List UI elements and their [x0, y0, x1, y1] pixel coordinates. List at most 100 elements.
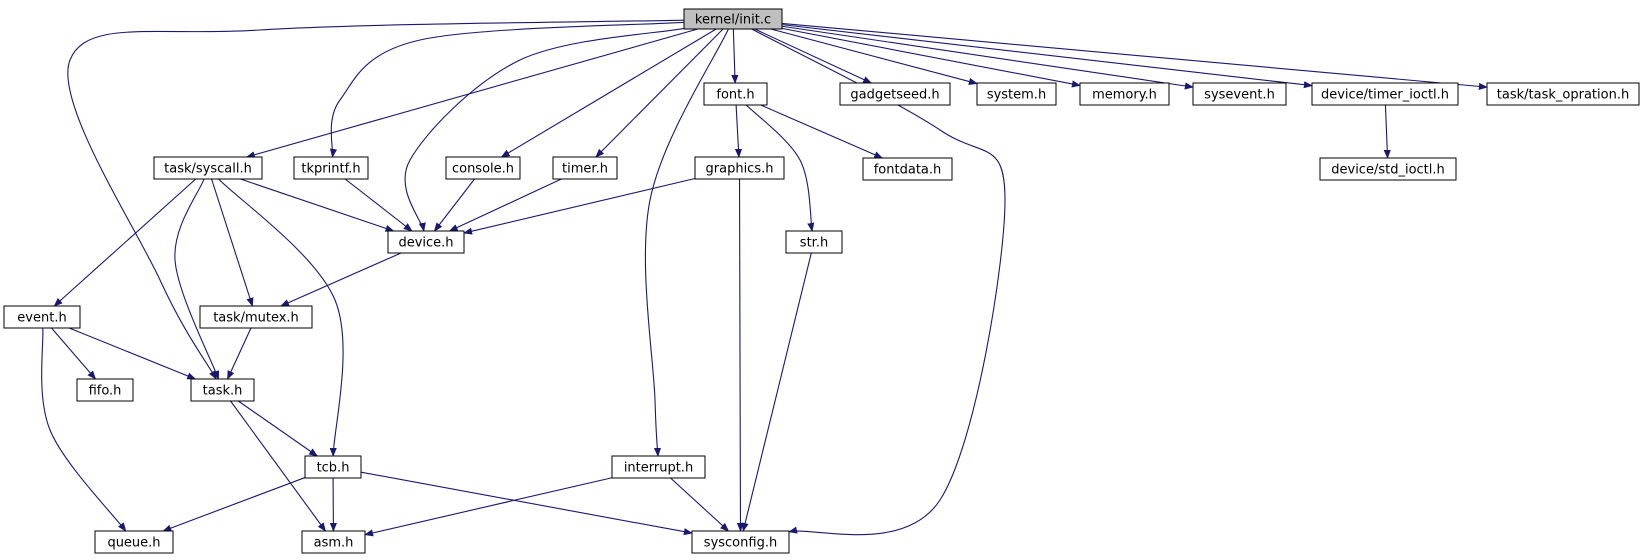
node-system-h[interactable]: system.h — [976, 82, 1057, 106]
node-fifo-h[interactable]: fifo.h — [76, 378, 134, 402]
edge-arrow — [448, 178, 562, 232]
node-timer-h[interactable]: timer.h — [552, 156, 618, 180]
node-label: queue.h — [107, 536, 160, 551]
edge-font-h-to-str-h — [745, 104, 815, 232]
node-box — [199, 305, 313, 329]
node-label: fifo.h — [89, 384, 122, 399]
edge-device-h-to-task-mutex-h — [280, 252, 402, 307]
edge-console-h-to-device-h — [433, 178, 475, 232]
edge-interrupt-h-to-asm-h — [364, 477, 613, 537]
edge-arrow — [240, 178, 395, 232]
node-label: task/mutex.h — [213, 311, 299, 326]
node-tkprintf-h[interactable]: tkprintf.h — [293, 156, 369, 180]
node-label: task/syscall.h — [164, 162, 252, 177]
edge-tcb-h-to-queue-h — [162, 477, 306, 532]
node-label: event.h — [17, 311, 66, 326]
node-label: sysconfig.h — [704, 536, 777, 551]
edge-arrow — [344, 178, 413, 232]
node-label: device/timer_ioctl.h — [1321, 88, 1449, 103]
node-label: asm.h — [314, 536, 354, 551]
edge-arrow — [670, 477, 730, 532]
edge-arrow — [218, 178, 344, 457]
edge-arrow — [404, 27, 685, 232]
edge-arrow — [500, 28, 717, 158]
edge-task-syscall-h-to-task-mutex-h — [211, 178, 254, 307]
edge-timer-h-to-device-h — [448, 178, 562, 232]
edge-arrow — [731, 28, 739, 84]
edge-arrow — [760, 104, 884, 159]
node-queue-h[interactable]: queue.h — [94, 530, 174, 554]
node-tcb-h[interactable]: tcb.h — [304, 455, 362, 479]
edge-font-h-to-graphics-h — [734, 104, 743, 158]
edge-kernel-init-c-to-device-timer-ioctl-h — [781, 24, 1313, 89]
node-fontdata-h[interactable]: fontdata.h — [862, 157, 953, 181]
edge-arrow — [51, 327, 97, 380]
edge-arrow — [211, 178, 254, 307]
edge-str-h-to-sysconfig-h — [741, 252, 812, 532]
edge-arrow — [41, 327, 127, 532]
node-box — [387, 230, 465, 254]
node-str-h[interactable]: str.h — [785, 230, 843, 254]
node-task-task-opration-h[interactable]: task/task_opration.h — [1486, 82, 1640, 106]
node-label: tkprintf.h — [301, 162, 360, 177]
edge-task-syscall-h-to-device-h — [240, 178, 395, 232]
edge-arrow — [53, 178, 197, 307]
node-box — [1192, 82, 1287, 106]
node-asm-h[interactable]: asm.h — [301, 530, 366, 554]
node-label: font.h — [716, 88, 754, 103]
node-box — [976, 82, 1057, 106]
node-task-mutex-h[interactable]: task/mutex.h — [199, 305, 313, 329]
node-event-h[interactable]: event.h — [3, 305, 81, 329]
node-console-h[interactable]: console.h — [445, 156, 521, 180]
node-sysconfig-h[interactable]: sysconfig.h — [691, 530, 790, 554]
edge-kernel-init-c-to-interrupt-h — [644, 28, 729, 457]
node-task-h[interactable]: task.h — [190, 378, 255, 402]
edge-interrupt-h-to-sysconfig-h — [670, 477, 730, 532]
node-device-std-ioctl-h[interactable]: device/std_ioctl.h — [1319, 157, 1457, 181]
node-box — [552, 156, 618, 180]
edge-arrow — [67, 19, 685, 380]
edge-task-mutex-h-to-task-h — [227, 327, 252, 380]
edge-arrow — [162, 477, 306, 532]
node-sysevent-h[interactable]: sysevent.h — [1192, 82, 1287, 106]
edge-arrow — [230, 400, 326, 532]
edge-event-h-to-task-h — [68, 327, 197, 380]
node-device-h[interactable]: device.h — [387, 230, 465, 254]
edges-layer — [41, 19, 1488, 537]
node-kernel-init-c[interactable]: kernel/init.c — [683, 8, 783, 30]
node-label: console.h — [452, 162, 514, 177]
node-memory-h[interactable]: memory.h — [1079, 82, 1170, 106]
edge-arrow — [595, 28, 724, 158]
node-task-syscall-h[interactable]: task/syscall.h — [153, 156, 263, 180]
edge-arrow — [644, 28, 729, 457]
edge-kernel-init-c-to-sysevent-h — [781, 25, 1194, 90]
edge-arrow — [245, 28, 698, 159]
node-graphics-h[interactable]: graphics.h — [694, 156, 785, 180]
node-label: gadgetseed.h — [850, 88, 939, 103]
edge-tcb-h-to-sysconfig-h — [360, 471, 693, 536]
node-interrupt-h[interactable]: interrupt.h — [611, 455, 706, 479]
node-label: memory.h — [1092, 88, 1157, 103]
node-label: task.h — [203, 384, 243, 399]
node-box — [785, 230, 843, 254]
edge-task-syscall-h-to-task-h — [174, 178, 220, 380]
edge-kernel-init-c-to-tkprintf-h — [329, 21, 685, 158]
edge-event-h-to-fifo-h — [51, 327, 97, 380]
edge-arrow — [781, 24, 1313, 89]
node-box — [1079, 82, 1170, 106]
edge-arrow — [360, 471, 693, 536]
edge-task-syscall-h-to-event-h — [53, 178, 197, 307]
node-label: sysevent.h — [1204, 88, 1275, 103]
node-device-timer-ioctl-h[interactable]: device/timer_ioctl.h — [1311, 82, 1459, 106]
edge-kernel-init-c-to-device-h — [404, 27, 685, 232]
node-box — [3, 305, 81, 329]
node-font-h[interactable]: font.h — [703, 82, 768, 106]
node-label: system.h — [987, 88, 1046, 103]
node-box — [293, 156, 369, 180]
edge-arrow — [770, 28, 978, 85]
edge-arrow — [68, 327, 197, 380]
edge-task-syscall-h-to-tcb-h — [218, 178, 344, 457]
node-gadgetseed-h[interactable]: gadgetseed.h — [839, 82, 951, 106]
node-box — [839, 82, 951, 106]
